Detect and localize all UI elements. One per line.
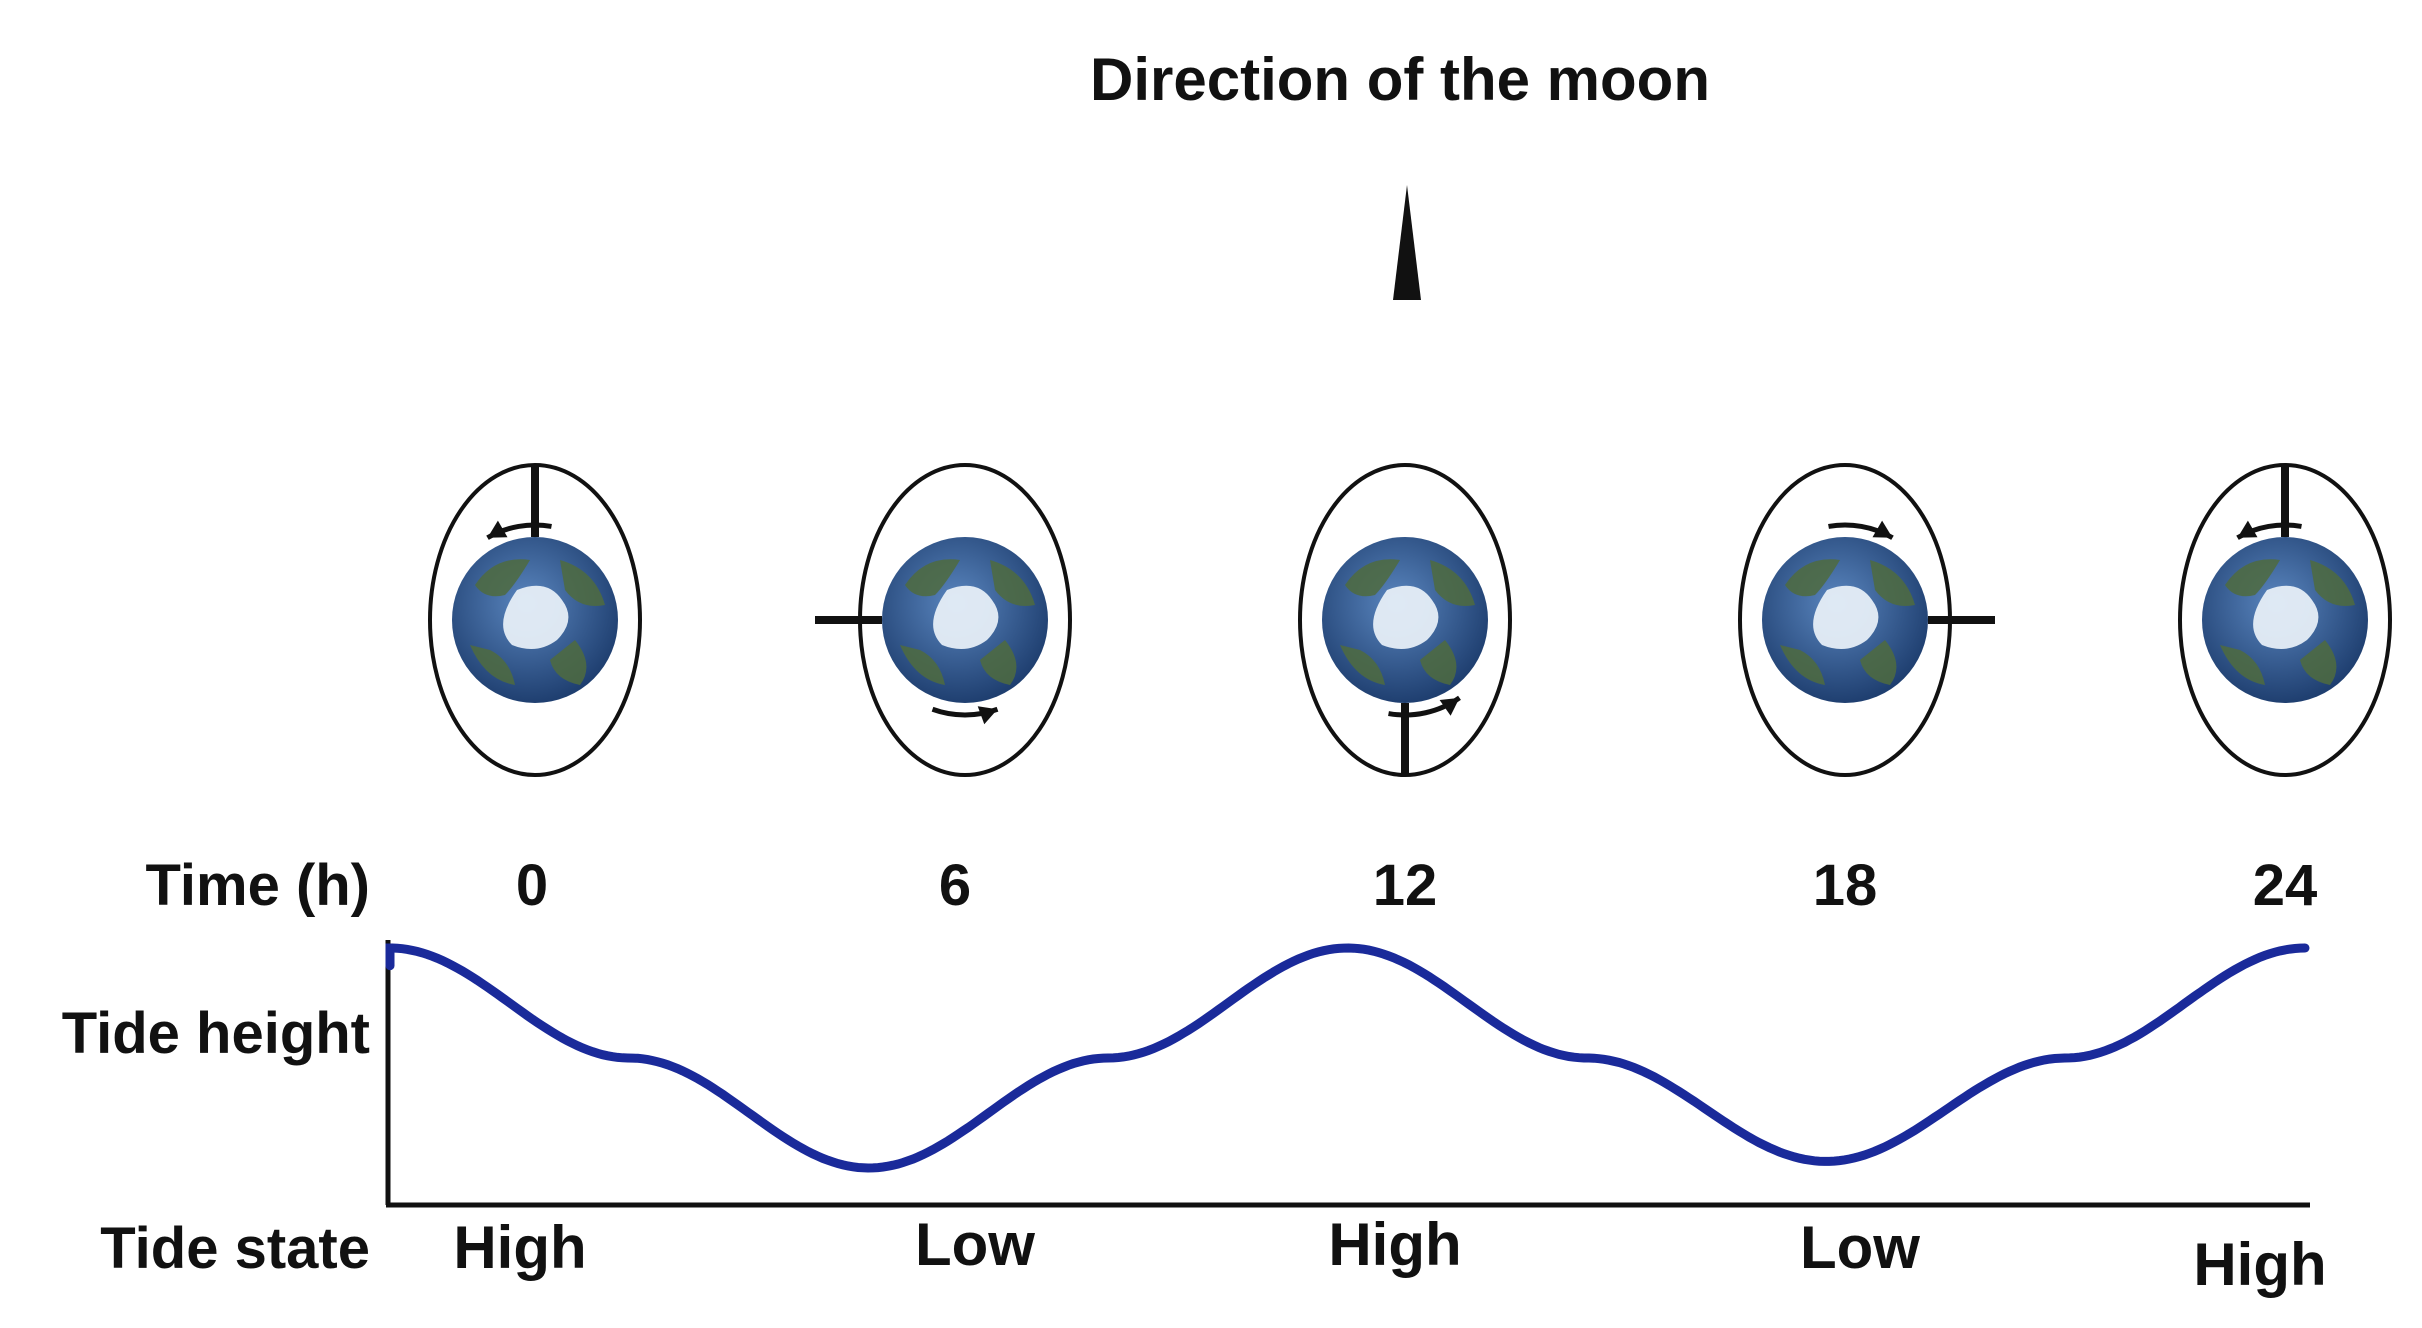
tide-state-low-1: Low (915, 1211, 1035, 1278)
rotation-arrow-icon (1828, 520, 1894, 540)
time-tick-0: 0 (516, 853, 548, 918)
rotation-arrow-icon (931, 706, 999, 725)
time-tick-6: 6 (939, 853, 971, 918)
time-tick-18: 18 (1813, 853, 1878, 918)
tide-state-high-2: High (1328, 1211, 1461, 1278)
earth-icon (1322, 537, 1488, 703)
tide-height-curve (385, 943, 2310, 1173)
tide-state-label: Tide state (100, 1216, 370, 1281)
time-label: Time (h) (146, 853, 371, 918)
earth-position-12 (1298, 463, 1512, 777)
earth-position-0 (428, 463, 642, 777)
time-tick-labels: 0 6 12 18 24 (516, 853, 2317, 918)
rotation-arrow-icon (1388, 695, 1461, 718)
time-tick-12: 12 (1373, 853, 1438, 918)
earth-icon (452, 537, 618, 703)
earth-positions (428, 463, 2392, 777)
rotation-arrow-icon (2236, 520, 2302, 540)
tide-state-high-4: High (2193, 1231, 2326, 1298)
earth-icon (882, 537, 1048, 703)
moon-direction-arrow-icon (1393, 185, 1421, 300)
earth-icon (1762, 537, 1928, 703)
tide-state-low-3: Low (1800, 1214, 1920, 1281)
rotation-arrow-icon (486, 520, 552, 540)
tide-state-high-0: High (453, 1214, 586, 1281)
earth-position-24 (2178, 463, 2392, 777)
diagram-title: Direction of the moon (1090, 46, 1710, 113)
earth-position-18 (1738, 463, 1995, 777)
earth-icon (2202, 537, 2368, 703)
time-tick-24: 24 (2253, 853, 2318, 918)
tide-height-label: Tide height (62, 1001, 370, 1066)
tide-state-labels: High Low High Low High (453, 1211, 2326, 1298)
earth-position-6 (815, 463, 1072, 777)
